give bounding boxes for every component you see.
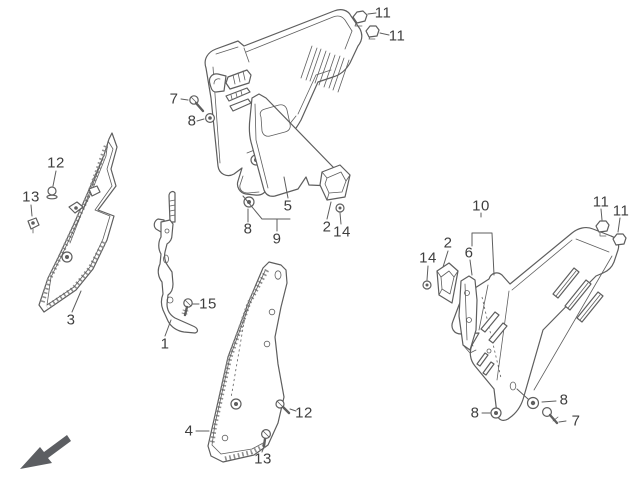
part-1-bracket	[153, 190, 199, 334]
part-callout: 8	[187, 112, 197, 130]
fastener-rivet-13-left	[27, 217, 40, 234]
part-callout: 14	[419, 249, 437, 267]
fastener-washer-8-right	[526, 396, 540, 410]
fastener-screw-12-bottom	[275, 399, 291, 415]
part-4-side-cover	[207, 261, 288, 463]
part-callout: 6	[464, 244, 474, 262]
vent-louvers	[300, 45, 350, 93]
part-2-lid-top	[319, 164, 351, 201]
fastener-washer-8-top	[205, 112, 216, 123]
part-callout: 8	[470, 404, 480, 422]
part-callout: 9	[272, 230, 282, 248]
leader-lines	[30, 12, 621, 453]
vent-louvers-upper	[552, 267, 604, 323]
fastener-rivet-12-left	[46, 186, 58, 200]
fastener-washer-8-left	[490, 407, 502, 419]
part-callout: 4	[184, 422, 194, 440]
part-callout: 13	[254, 450, 272, 468]
part-9-side-cover-backing	[204, 9, 363, 196]
clip-11-right-a	[595, 220, 610, 237]
clip-11-right-b	[612, 233, 627, 246]
direction-arrow-icon	[20, 435, 71, 469]
part-callout: 8	[559, 391, 569, 409]
part-10-side-cover-assembly	[422, 220, 627, 425]
part-callout: 12	[47, 154, 65, 172]
fastener-screw-7-right	[541, 407, 559, 425]
grommet-14-right	[422, 280, 432, 290]
part-callout: 7	[571, 412, 581, 430]
clip-11-top-a	[352, 10, 368, 27]
part-6-bracket	[458, 275, 478, 354]
part-callout: 15	[199, 295, 217, 313]
part-callout: 13	[22, 188, 40, 206]
part-callout: 1	[160, 335, 170, 353]
fastener-screw-13-bottom	[261, 429, 272, 448]
part-callout: 11	[388, 27, 406, 45]
rib-detail	[476, 348, 495, 376]
grommet-14-top	[335, 203, 345, 213]
part-3-left-side-cover	[38, 132, 118, 313]
part-callout: 7	[169, 90, 179, 108]
fastener-screw-15	[181, 298, 193, 317]
part-callout: 11	[612, 202, 630, 220]
part-callout: 11	[592, 193, 610, 211]
part-callout: 11	[374, 4, 392, 22]
part-callout: 5	[283, 197, 293, 215]
part-callout: 14	[333, 223, 351, 241]
part-callout: 2	[322, 218, 332, 236]
vent-louvers-lower	[480, 311, 508, 344]
clip-11-top-b	[365, 25, 380, 40]
part-callout: 12	[295, 404, 313, 422]
part-2-lid-right	[436, 262, 459, 304]
part-callout: 2	[443, 234, 453, 252]
part-callout: 10	[472, 197, 490, 215]
part-callout: 8	[243, 220, 253, 238]
part-callout: 3	[66, 311, 76, 329]
fastener-screw-7-top	[189, 95, 205, 113]
